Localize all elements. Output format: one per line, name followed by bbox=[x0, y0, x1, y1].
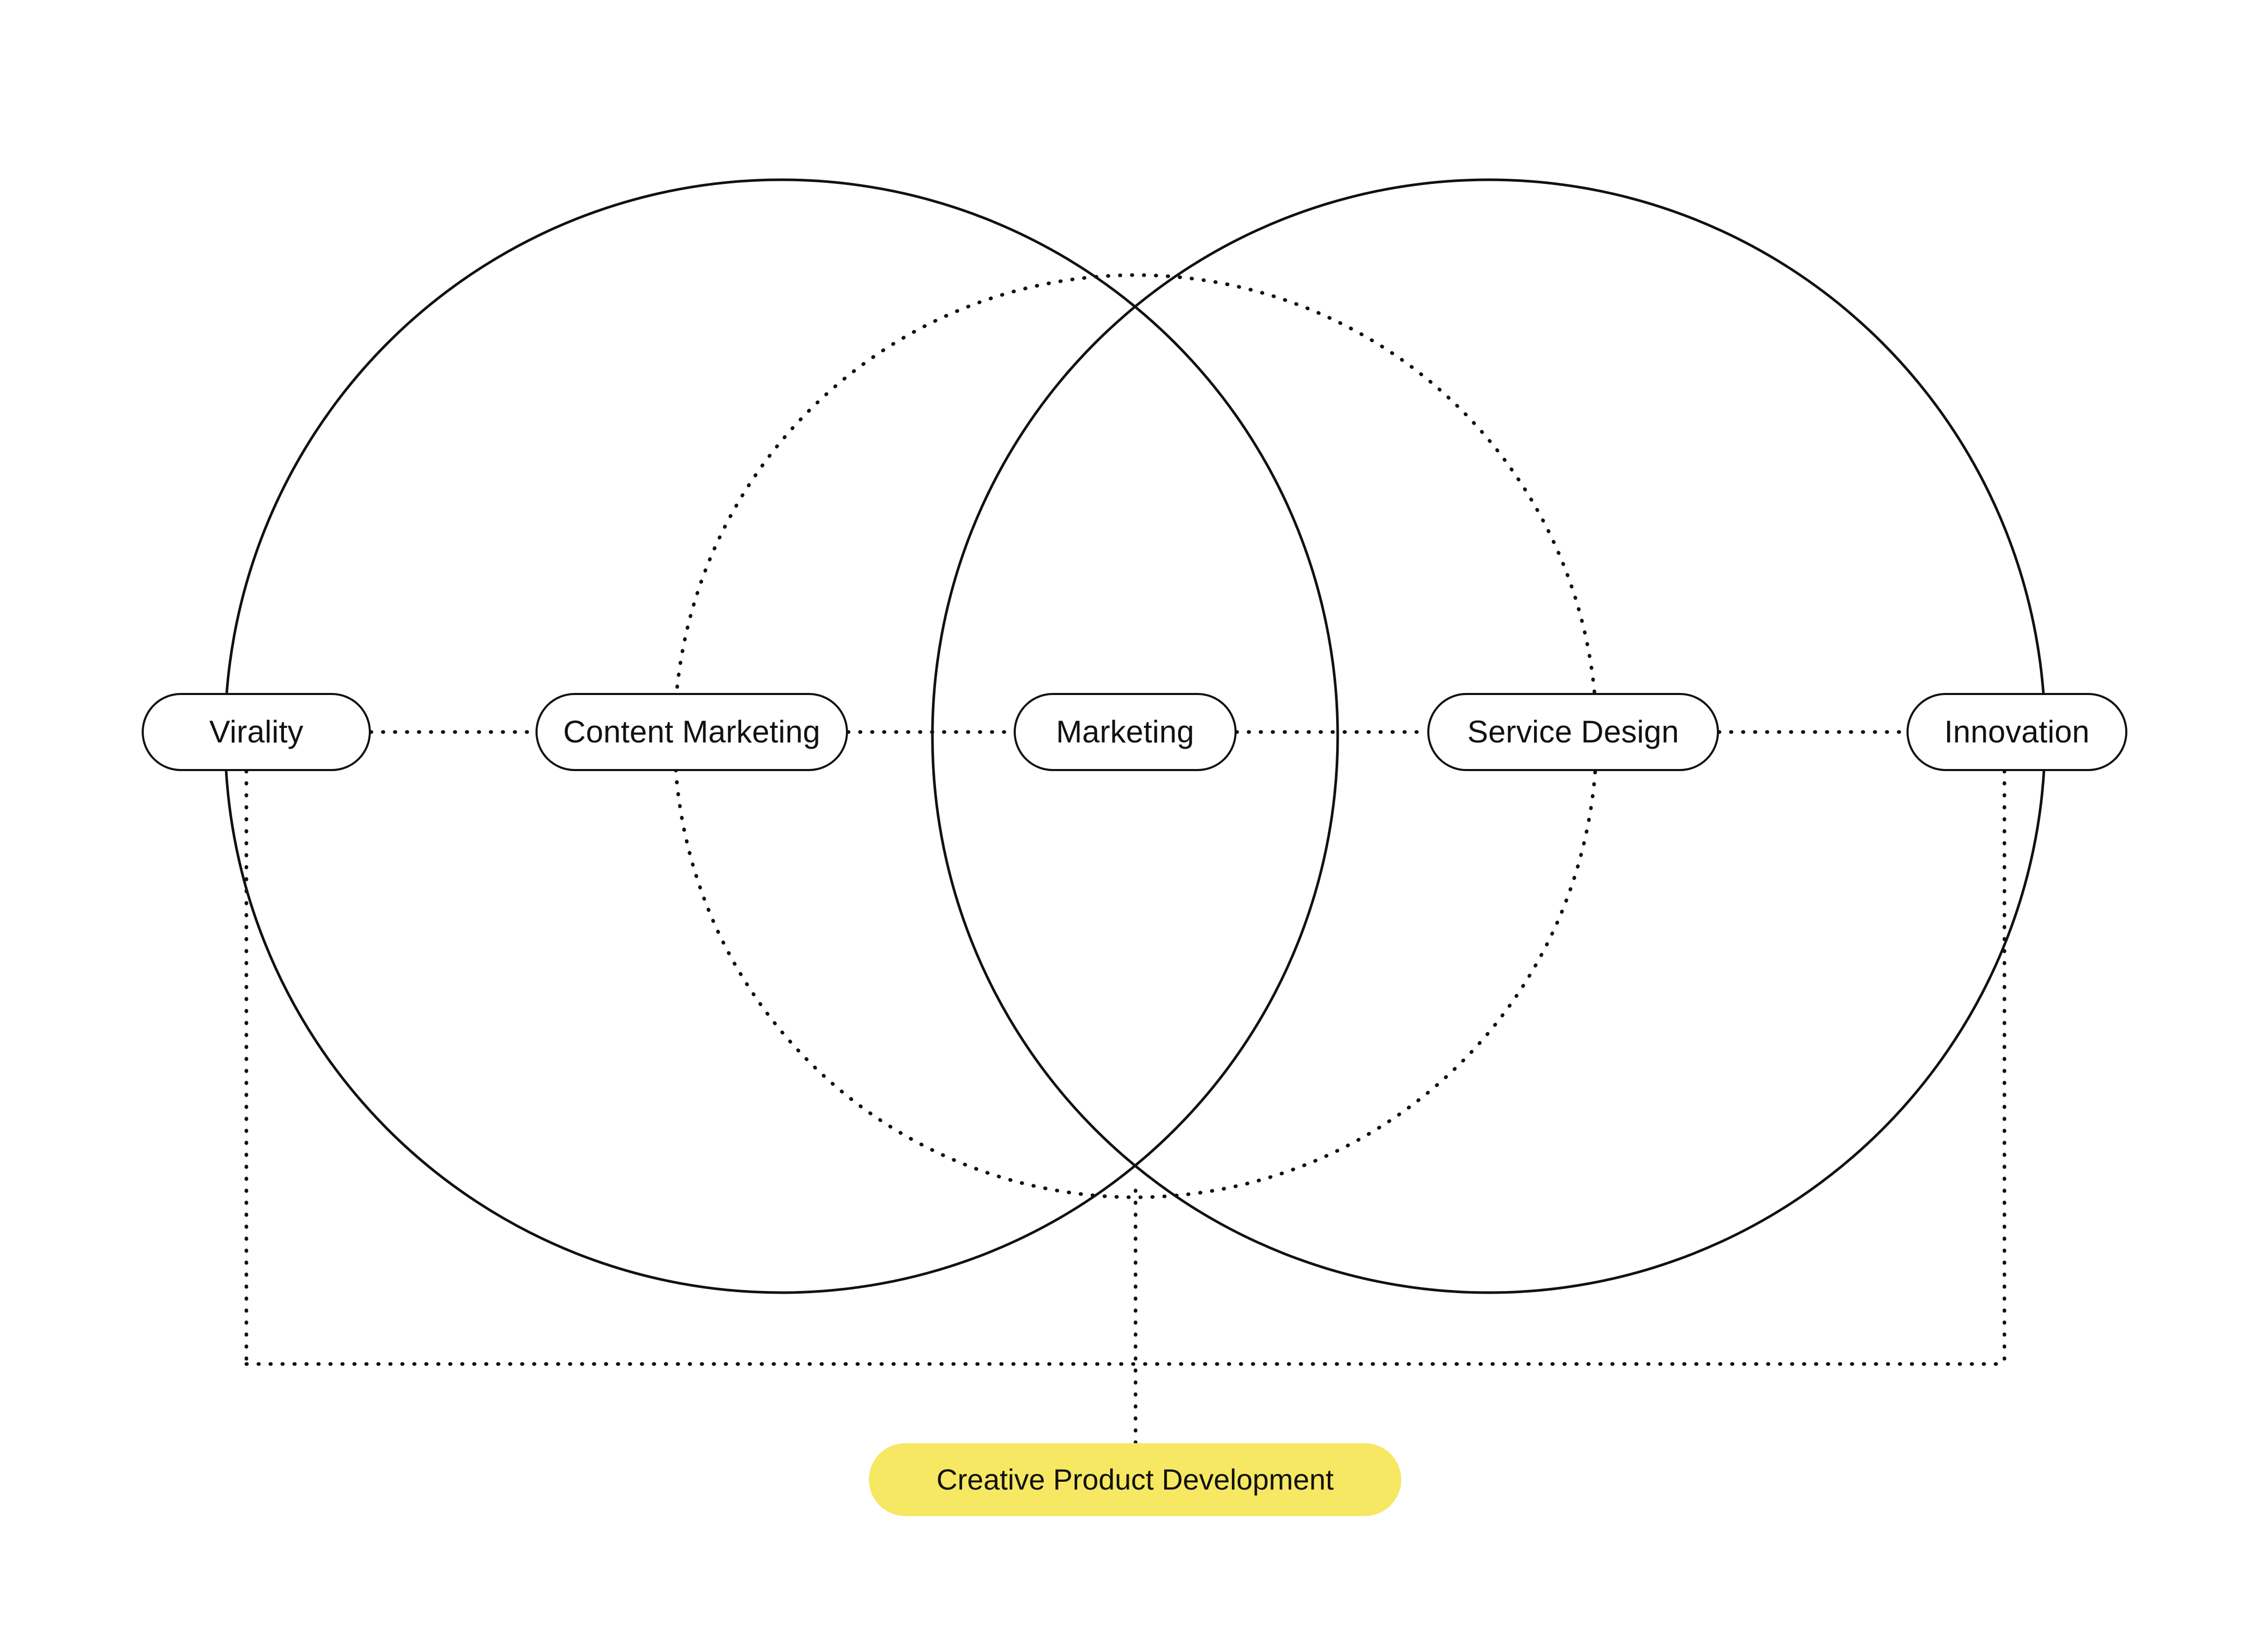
node-service-design[interactable]: Service Design bbox=[1427, 693, 1719, 771]
node-content-marketing-label: Content Marketing bbox=[563, 714, 820, 749]
node-innovation[interactable]: Innovation bbox=[1906, 693, 2127, 771]
node-content-marketing[interactable]: Content Marketing bbox=[535, 693, 848, 771]
node-innovation-label: Innovation bbox=[1944, 714, 2090, 749]
node-creative-product-development-label: Creative Product Development bbox=[936, 1463, 1334, 1496]
node-virality-label: Virality bbox=[209, 714, 304, 749]
node-marketing-label: Marketing bbox=[1056, 714, 1194, 749]
node-creative-product-development[interactable]: Creative Product Development bbox=[869, 1443, 1401, 1516]
node-marketing[interactable]: Marketing bbox=[1014, 693, 1237, 771]
node-service-design-label: Service Design bbox=[1467, 714, 1679, 749]
node-virality[interactable]: Virality bbox=[142, 693, 371, 771]
